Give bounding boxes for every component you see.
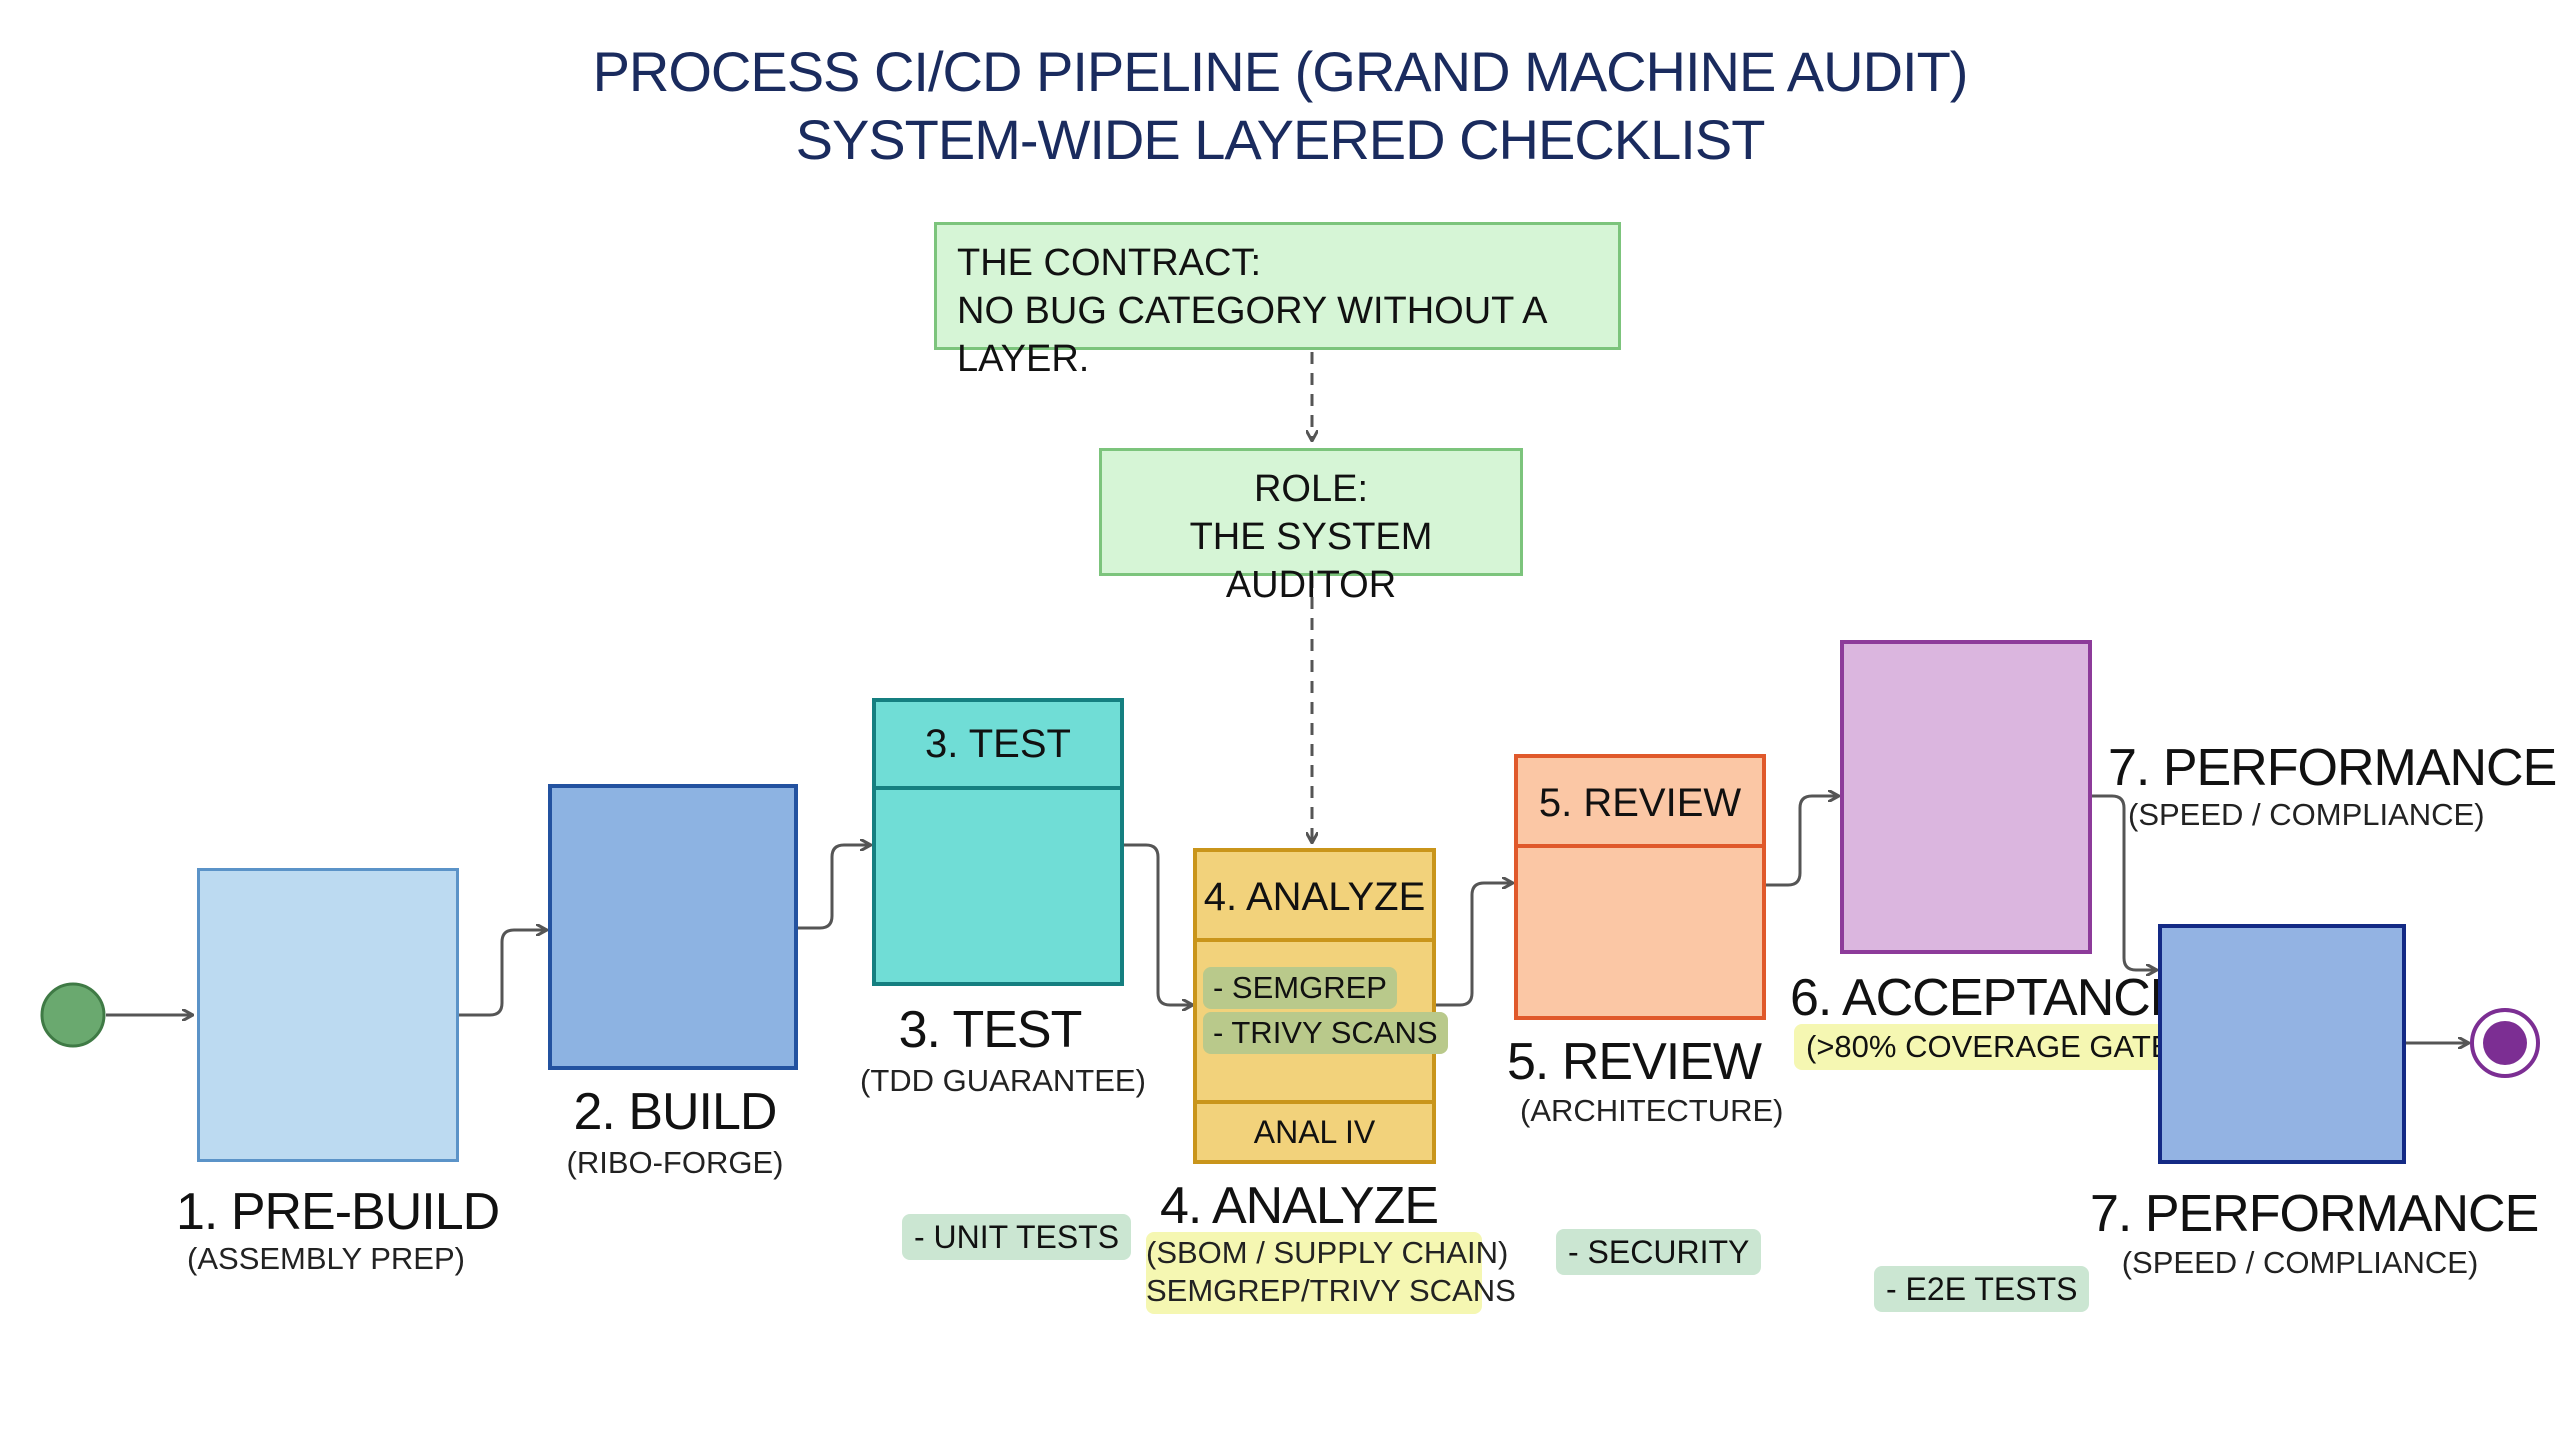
test-header: 3. TEST <box>876 702 1120 790</box>
e2e-tests-badge: - E2E TESTS <box>1874 1266 2090 1312</box>
acceptance-label: 6. ACCEPTANCE <box>1790 969 2184 1027</box>
arrow-prebuild-to-build <box>459 930 546 1017</box>
contract-box: THE CONTRACT: NO BUG CATEGORY WITHOUT A … <box>934 222 1621 380</box>
review-label: 5. REVIEW <box>1507 1033 1762 1091</box>
unit-tests-badge: - UNIT TESTS <box>902 1214 1132 1260</box>
performance-sublabel: (SPEED / COMPLIANCE) <box>2121 1245 2479 1280</box>
analyze-sublabel-line1: (SBOM / SUPPLY CHAIN) <box>1146 1235 1509 1270</box>
coverage-gate-badge: (>80% COVERAGE GATE) <box>1794 1024 2194 1070</box>
performance-stage-box <box>2158 924 2406 1164</box>
performance-label: 7. PERFORMANCE <box>2090 1185 2539 1243</box>
analyze-footer: ANAL IV <box>1197 1100 1432 1160</box>
diagram-title-line2: SYSTEM-WIDE LAYERED CHECKLIST <box>795 108 1766 171</box>
contract-line1: THE CONTRACT: <box>957 242 1261 284</box>
test-label: 3. TEST <box>898 1001 1083 1059</box>
trivy-scans-item: - TRIVY SCANS <box>1203 1012 1448 1054</box>
analyze-sublabel-highlight <box>1146 1232 1482 1314</box>
end-node-inner <box>2483 1021 2527 1065</box>
build-stage-box <box>548 784 798 1070</box>
arrow-analyze-to-review <box>1436 883 1512 1007</box>
build-sublabel: (RIBO-FORGE) <box>566 1145 784 1180</box>
test-stage-box: 3. TEST <box>872 698 1124 986</box>
analyze-header: 4. ANALYZE <box>1197 852 1432 942</box>
acceptance-stage-box <box>1840 640 2092 954</box>
role-line2: THE SYSTEM AUDITOR <box>1189 516 1433 606</box>
role-line1: ROLE: <box>1253 468 1369 510</box>
analyze-label: 4. ANALYZE <box>1160 1177 1439 1235</box>
prebuild-stage-box <box>197 868 459 1162</box>
performance-top-label: 7. PERFORMANCE <box>2108 739 2557 797</box>
start-node <box>40 982 106 1048</box>
arrow-review-to-acceptance <box>1766 796 1838 887</box>
review-sublabel: (ARCHITECTURE) <box>1520 1093 1784 1128</box>
arrow-build-to-test <box>798 845 870 930</box>
contract-line2: NO BUG CATEGORY WITHOUT A LAYER. <box>957 290 1546 380</box>
arrow-test-to-analyze <box>1122 843 1192 1005</box>
arrow-acceptance-to-performance <box>2092 794 2156 970</box>
role-box: ROLE: THE SYSTEM AUDITOR <box>1099 448 1523 606</box>
build-label: 2. BUILD <box>573 1083 778 1141</box>
test-sublabel: (TDD GUARANTEE) <box>860 1063 1146 1098</box>
review-header: 5. REVIEW <box>1518 758 1762 848</box>
review-stage-box: 5. REVIEW <box>1514 754 1766 1020</box>
prebuild-sublabel: (ASSEMBLY PREP) <box>187 1241 465 1276</box>
semgrep-item: - SEMGREP <box>1203 967 1397 1009</box>
diagram-title-line1: PROCESS CI/CD PIPELINE (GRAND MACHINE AU… <box>592 40 1969 103</box>
performance-top-sublabel: (SPEED / COMPLIANCE) <box>2128 797 2485 832</box>
prebuild-label: 1. PRE-BUILD <box>176 1183 500 1241</box>
analyze-sublabel-line2: SEMGREP/TRIVY SCANS <box>1146 1273 1516 1308</box>
security-badge: - SECURITY <box>1556 1229 1762 1275</box>
